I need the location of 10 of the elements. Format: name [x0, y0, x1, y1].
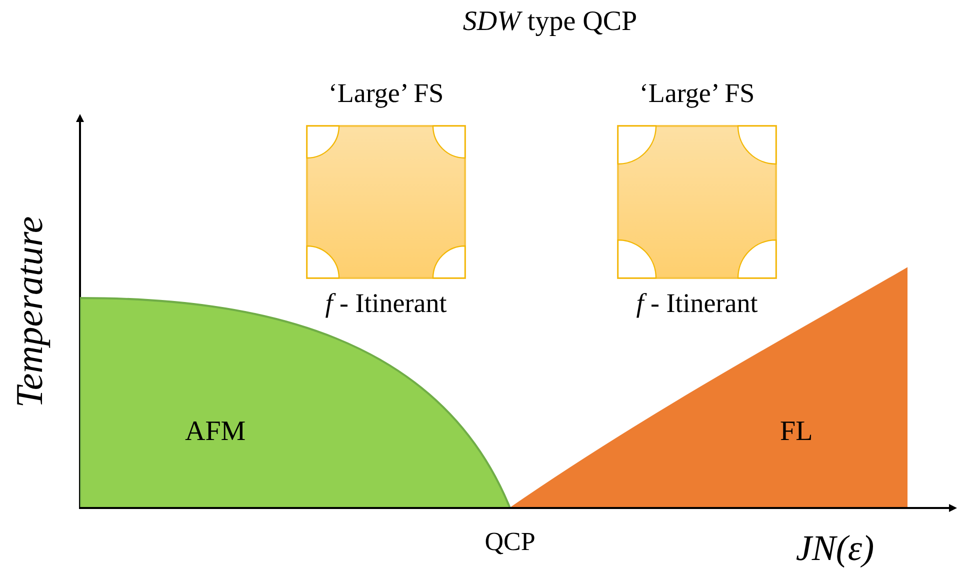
axis-tick-label: QCP — [484, 527, 536, 557]
axis-title: JN(ε) — [794, 527, 876, 569]
node-label: f - Itinerant — [635, 287, 759, 319]
node-label: f - Itinerant — [324, 287, 448, 319]
heading: ‘Large’ FS — [327, 77, 445, 109]
region-label: FL — [780, 416, 813, 448]
region-label: AFM — [185, 416, 246, 448]
axis-title: Temperature — [8, 215, 52, 410]
heading: ‘Large’ FS — [638, 77, 756, 109]
title: SDW type QCP — [462, 6, 638, 38]
